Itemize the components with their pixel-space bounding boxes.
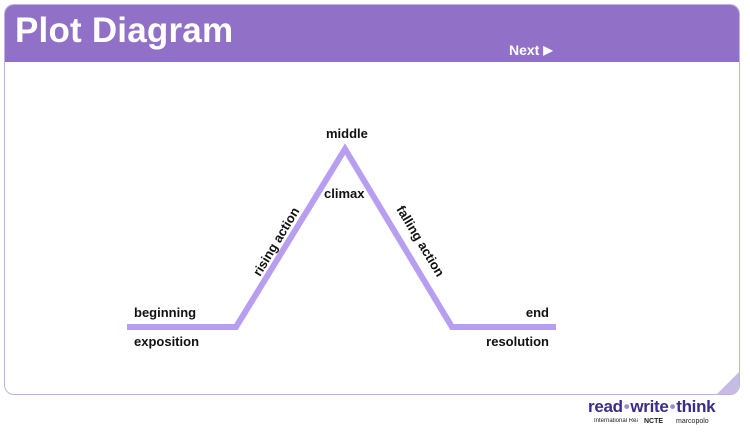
next-button[interactable]: Next ▶ (509, 41, 553, 59)
page-curl-corner (717, 372, 739, 394)
plot-line (127, 143, 556, 330)
label-climax: climax (324, 186, 365, 201)
header-bar: Plot Diagram Next ▶ (5, 5, 739, 62)
label-rising-action: rising action (250, 205, 303, 279)
label-beginning: beginning (134, 305, 196, 320)
partner-marcopolo: marcopolo (676, 418, 709, 425)
play-arrow-icon: ▶ (543, 43, 553, 57)
label-resolution: resolution (486, 334, 549, 349)
logo-wordmark: read•write•think (588, 397, 716, 416)
next-label: Next (509, 42, 540, 58)
label-end: end (526, 305, 549, 320)
readwritethink-logo: read•write•think International Reading A… (588, 397, 718, 431)
app-frame: Plot Diagram Next ▶ (4, 4, 740, 395)
label-middle: middle (326, 126, 368, 141)
partner-ira: International Reading Association (594, 418, 638, 424)
label-exposition: exposition (134, 334, 199, 349)
partner-ncte: NCTE (644, 418, 664, 425)
page-title: Plot Diagram (15, 11, 234, 50)
